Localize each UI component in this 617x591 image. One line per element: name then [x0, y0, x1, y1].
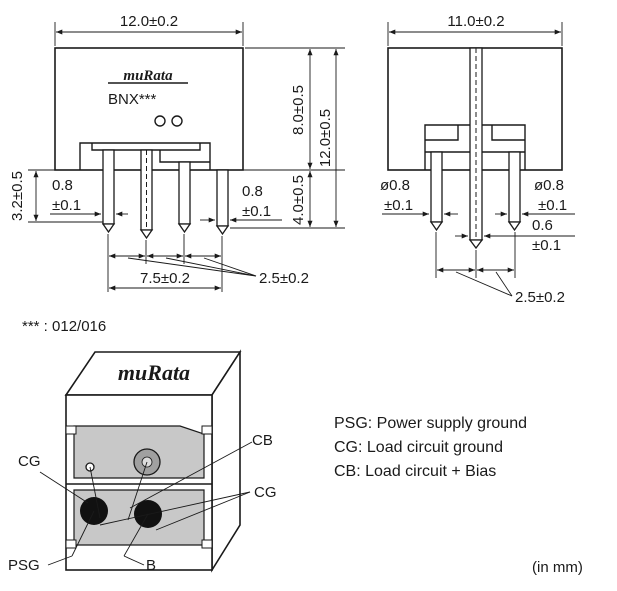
units-note: (in mm): [532, 559, 583, 576]
front-width-dim: 12.0±0.2: [120, 13, 178, 30]
legend-item: CB: Load circuit + Bias: [334, 463, 496, 480]
front-left-pin-dim-2: ±0.1: [52, 197, 81, 214]
front-model-label: BNX***: [108, 91, 157, 108]
front-base-step: [79, 142, 211, 170]
side-right-pin-dim-1: ø0.8: [534, 177, 564, 194]
side-pin: [430, 151, 443, 223]
legend-item: PSG: Power supply ground: [334, 415, 527, 432]
front-standoff-dim: 3.2±0.5: [9, 171, 26, 221]
front-marking-dot: [171, 115, 183, 127]
iso-label-cb: CB: [252, 432, 273, 449]
front-pin: [102, 149, 115, 225]
side-left-pin-dim-1: ø0.8: [380, 177, 410, 194]
side-view: 11.0±0.2 ø0.8 ±0.1 ø0.8 ±0.1 0.6 ±0.1: [380, 13, 575, 306]
front-pitch-dim: 2.5±0.2: [259, 270, 309, 287]
front-right-pin-dim-1: 0.8: [242, 183, 263, 200]
side-pin: [508, 151, 521, 223]
front-right-pin-dim-2: ±0.1: [242, 203, 271, 220]
iso-label-cg-left: CG: [18, 453, 41, 470]
iso-brand-logo: muRata: [118, 360, 190, 385]
front-view: 12.0±0.2 muRata BNX*** 3.2±0.5 0.8 ±0.1: [9, 13, 345, 292]
front-left-pin-dim-1: 0.8: [52, 177, 73, 194]
front-lead-length-dim: 4.0±0.5: [290, 175, 307, 225]
side-width-dim: 11.0±0.2: [447, 13, 504, 30]
front-marking-dot: [154, 115, 166, 127]
front-upper-height-dim: 8.0±0.5: [290, 85, 307, 135]
side-pin-thickness-dim-2: ±0.1: [532, 237, 561, 254]
legend: PSG: Power supply ground CG: Load circui…: [334, 415, 527, 480]
front-total-height-dim: 12.0±0.5: [317, 109, 334, 167]
front-base-notch: [159, 150, 210, 163]
iso-label-cg-right: CG: [254, 484, 277, 501]
front-brand-logo: muRata: [123, 68, 173, 84]
isometric-view: muRata CG CB CG PSG B: [8, 349, 277, 574]
front-pitch-total-dim: 7.5±0.2: [140, 270, 190, 287]
side-pitch-dim: 2.5±0.2: [515, 289, 565, 306]
side-pin-thickness-dim-1: 0.6: [532, 217, 553, 234]
legend-item: CG: Load circuit ground: [334, 439, 503, 456]
variant-note: *** : 012/016: [22, 318, 106, 335]
side-right-pin-dim-2: ±0.1: [538, 197, 567, 214]
iso-label-b: B: [146, 557, 156, 574]
front-pin: [216, 169, 229, 227]
iso-label-psg: PSG: [8, 557, 40, 574]
side-left-pin-dim-2: ±0.1: [384, 197, 413, 214]
front-pin: [178, 161, 191, 225]
